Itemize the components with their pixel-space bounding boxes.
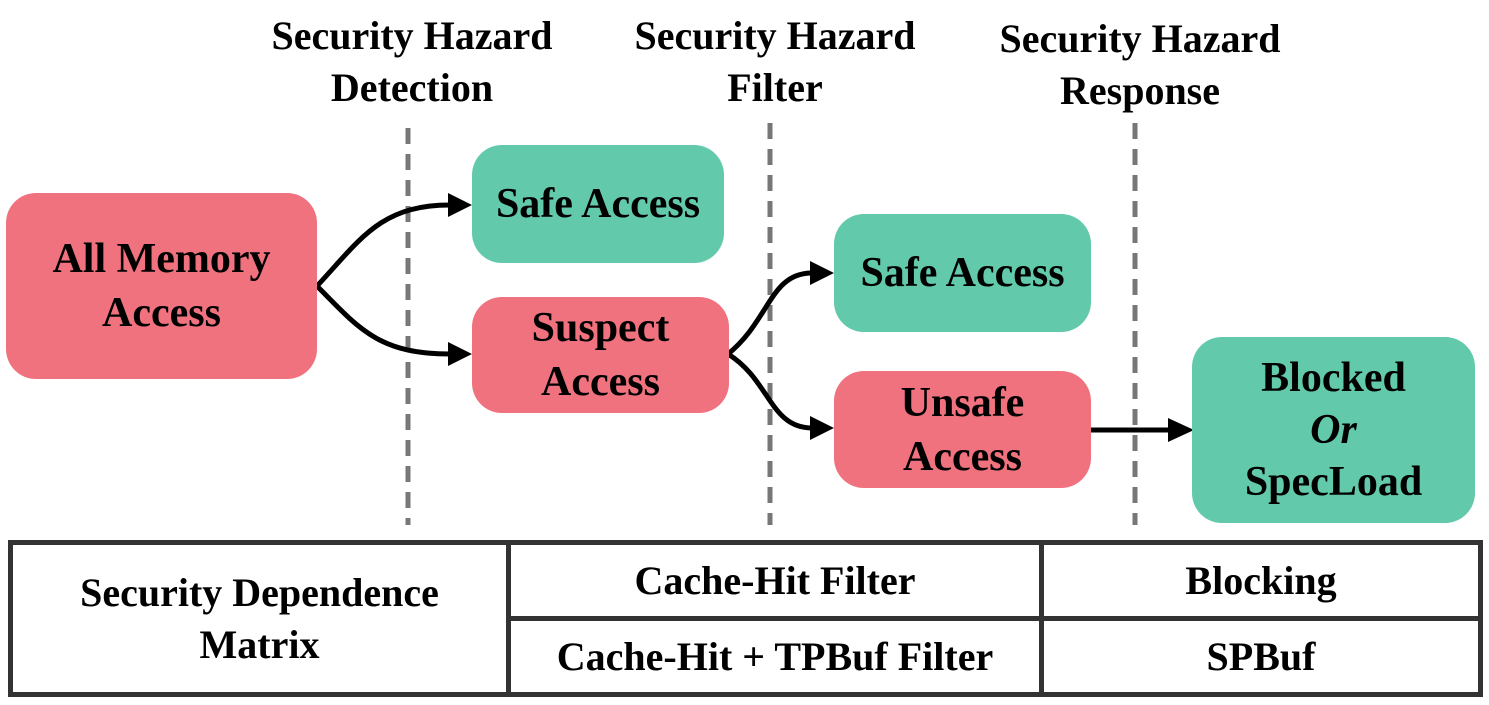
stage-title-line: Security Hazard bbox=[634, 13, 916, 58]
stage-title-line: Detection bbox=[330, 65, 494, 110]
node-suspect-access: Suspect Access bbox=[472, 297, 729, 413]
stage-title-line: Filter bbox=[727, 65, 823, 110]
arrow-to-suspect-access bbox=[315, 284, 451, 357]
arrowhead-suspect-access bbox=[448, 342, 472, 366]
node-label-line: All Memory bbox=[52, 236, 271, 282]
stage-title-response: Security Hazard Response bbox=[970, 13, 1310, 117]
table-row: Security Dependence Matrix Cache-Hit Fil… bbox=[8, 540, 1483, 697]
arrowhead-safe-access bbox=[448, 193, 472, 217]
table-cell-response: SPBuf bbox=[1039, 616, 1483, 697]
arrow-to-unsafe-access bbox=[726, 351, 813, 431]
node-label-line: Access bbox=[102, 290, 221, 336]
node-safe-access-2: Safe Access bbox=[834, 214, 1091, 332]
node-label-line: Unsafe bbox=[900, 379, 1025, 426]
node-label-line: Access bbox=[903, 433, 1022, 480]
arrowhead-blocked bbox=[1168, 418, 1194, 442]
node-blocked-or-specload: Blocked Or SpecLoad bbox=[1192, 337, 1475, 523]
arrowhead-safe-access-2 bbox=[810, 261, 834, 285]
mechanism-table: Security Dependence Matrix Cache-Hit Fil… bbox=[8, 540, 1483, 697]
node-label-line: Or bbox=[1310, 407, 1357, 453]
table-cell-response: Blocking bbox=[1039, 540, 1483, 621]
stage-title-line: Response bbox=[1059, 68, 1221, 113]
table-row: Cache-Hit + TPBuf Filter SPBuf bbox=[11, 616, 1483, 697]
node-label-line: Access bbox=[541, 359, 660, 405]
node-label-line: Suspect bbox=[531, 305, 670, 351]
node-safe-access-1: Safe Access bbox=[472, 145, 724, 263]
table-cell-line: Security Dependence bbox=[80, 569, 439, 615]
node-label-line: Blocked bbox=[1261, 355, 1406, 401]
stage-title-detection: Security Hazard Detection bbox=[242, 10, 582, 114]
table-cell-line: Matrix bbox=[199, 621, 320, 667]
node-label: Safe Access bbox=[860, 250, 1065, 296]
node-label-line: SpecLoad bbox=[1244, 459, 1423, 505]
table-cell-filter: Cache-Hit Filter bbox=[506, 540, 1044, 621]
node-all-memory-access: All Memory Access bbox=[6, 193, 317, 379]
arrowhead-unsafe-access bbox=[810, 416, 834, 440]
stage-title-line: Security Hazard bbox=[271, 13, 553, 58]
arrow-to-safe-access-2 bbox=[726, 270, 813, 356]
table-cell-security-dependence-matrix: Security Dependence Matrix bbox=[8, 540, 511, 697]
node-label: Safe Access bbox=[495, 181, 701, 227]
stage-title-line: Security Hazard bbox=[999, 16, 1281, 61]
table-cell-filter: Cache-Hit + TPBuf Filter bbox=[506, 616, 1044, 697]
node-unsafe-access: Unsafe Access bbox=[834, 371, 1091, 488]
stage-title-filter: Security Hazard Filter bbox=[605, 10, 945, 114]
arrow-to-safe-access bbox=[315, 202, 451, 288]
